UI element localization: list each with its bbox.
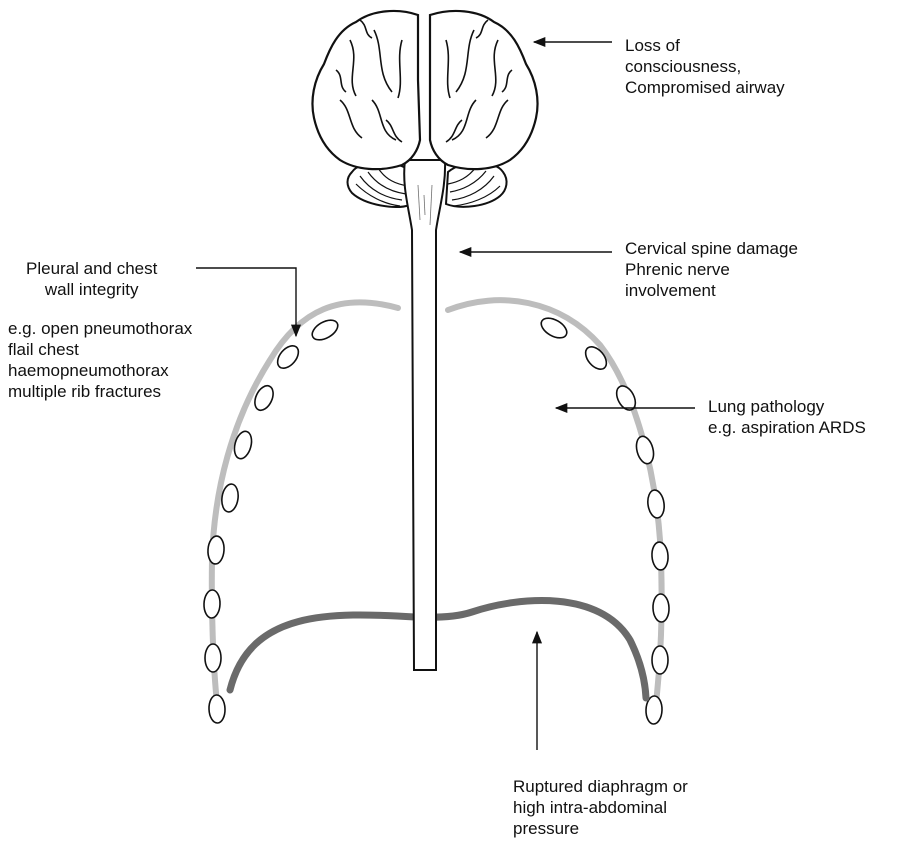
rib <box>220 483 240 513</box>
rib <box>207 535 225 564</box>
chest-wall-left <box>212 302 398 712</box>
label-spine: Cervical spine damage Phrenic nerve invo… <box>625 238 798 301</box>
brain-left-hemisphere <box>312 11 420 169</box>
rib <box>204 590 221 619</box>
arrow-pleural <box>196 268 296 336</box>
label-lung: Lung pathology e.g. aspiration ARDS <box>708 396 866 438</box>
label-pleural-examples: e.g. open pneumothorax flail chest haemo… <box>8 318 192 402</box>
brain <box>312 11 537 169</box>
chest-wall-right <box>448 300 662 712</box>
label-consciousness: Loss of consciousness, Compromised airwa… <box>625 35 785 98</box>
rib <box>205 644 221 672</box>
rib <box>634 434 657 465</box>
rib <box>209 695 226 724</box>
brain-right-hemisphere <box>430 11 538 169</box>
diaphragm <box>230 601 646 698</box>
rib <box>646 489 666 519</box>
label-pleural-heading: Pleural and chest wall integrity <box>26 258 157 300</box>
spinal-cord <box>404 160 445 670</box>
rib <box>651 541 669 570</box>
rib <box>309 316 341 344</box>
rib <box>652 646 668 674</box>
label-diaphragm: Ruptured diaphragm or high intra-abdomin… <box>513 776 688 839</box>
rib <box>653 594 670 623</box>
rib <box>582 343 611 373</box>
